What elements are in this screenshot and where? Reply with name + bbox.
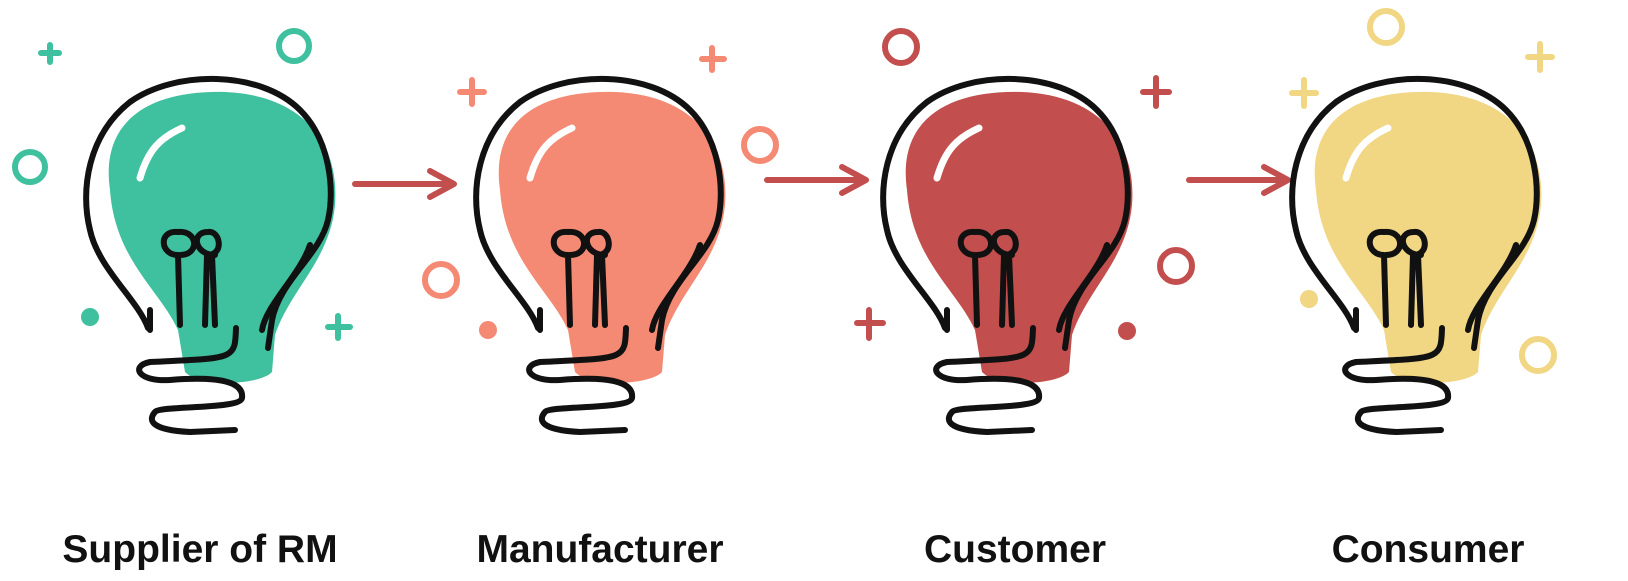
bulb-outline-inner [147, 242, 313, 333]
stage-label: Manufacturer [476, 528, 724, 571]
stage-label: Consumer [1331, 528, 1525, 571]
decoration-plus [854, 75, 1172, 341]
arrow-right-icon [764, 164, 869, 196]
bulb-outline [1289, 75, 1540, 351]
bulb-fill [498, 91, 726, 383]
decoration-ring [1519, 336, 1557, 374]
bulb-outline [83, 75, 334, 351]
decoration-dot [1118, 322, 1136, 340]
decoration-ring [1157, 247, 1195, 285]
bulb-fill [1314, 91, 1542, 383]
stage-consumer: Consumer [1238, 0, 1618, 581]
decoration-ring [422, 261, 460, 299]
decoration-ring [741, 126, 779, 164]
decoration-plus [38, 42, 353, 341]
lightbulb-icon [12, 28, 353, 435]
filament [160, 228, 222, 328]
decoration-ring [882, 28, 920, 66]
stage-label: Customer [923, 528, 1107, 571]
bulb-screw-base [526, 325, 636, 435]
filament [957, 228, 1019, 328]
bulb-outline [473, 75, 724, 351]
bulb-shine [136, 124, 186, 182]
stage-supplier: Supplier of RM [10, 0, 390, 581]
decoration-ring [276, 28, 312, 64]
filament [550, 228, 612, 328]
decoration-dot [1300, 290, 1318, 308]
bulb-screw-base [1342, 325, 1452, 435]
stage-label: Supplier of RM [62, 528, 338, 571]
arrow-right-icon [352, 168, 457, 200]
bulb-outline-inner [1353, 242, 1519, 333]
bulb-outline-inner [537, 242, 703, 333]
bulb-shine [933, 124, 983, 182]
decoration-plus [1289, 41, 1555, 109]
arrow-right-icon [1186, 164, 1291, 196]
bulb-screw-base [933, 325, 1043, 435]
lightbulb-icon [422, 45, 779, 435]
stage-customer: Customer [825, 0, 1205, 581]
decoration-ring [12, 149, 48, 185]
stage-manufacturer: Manufacturer [410, 0, 790, 581]
decoration-ring [1367, 8, 1405, 46]
bulb-fill [905, 91, 1133, 383]
decoration-dot [81, 308, 99, 326]
bulb-outline [880, 75, 1131, 351]
bulb-outline-inner [944, 242, 1110, 333]
bulb-shine [526, 124, 576, 182]
filament [1366, 228, 1428, 328]
bulb-screw-base [136, 325, 246, 435]
bulb-shine [1342, 124, 1392, 182]
lightbulb-icon [854, 28, 1195, 435]
decoration-plus [457, 45, 727, 107]
lightbulb-icon [1289, 8, 1557, 435]
bulb-fill [108, 91, 336, 383]
decoration-dot [479, 321, 497, 339]
